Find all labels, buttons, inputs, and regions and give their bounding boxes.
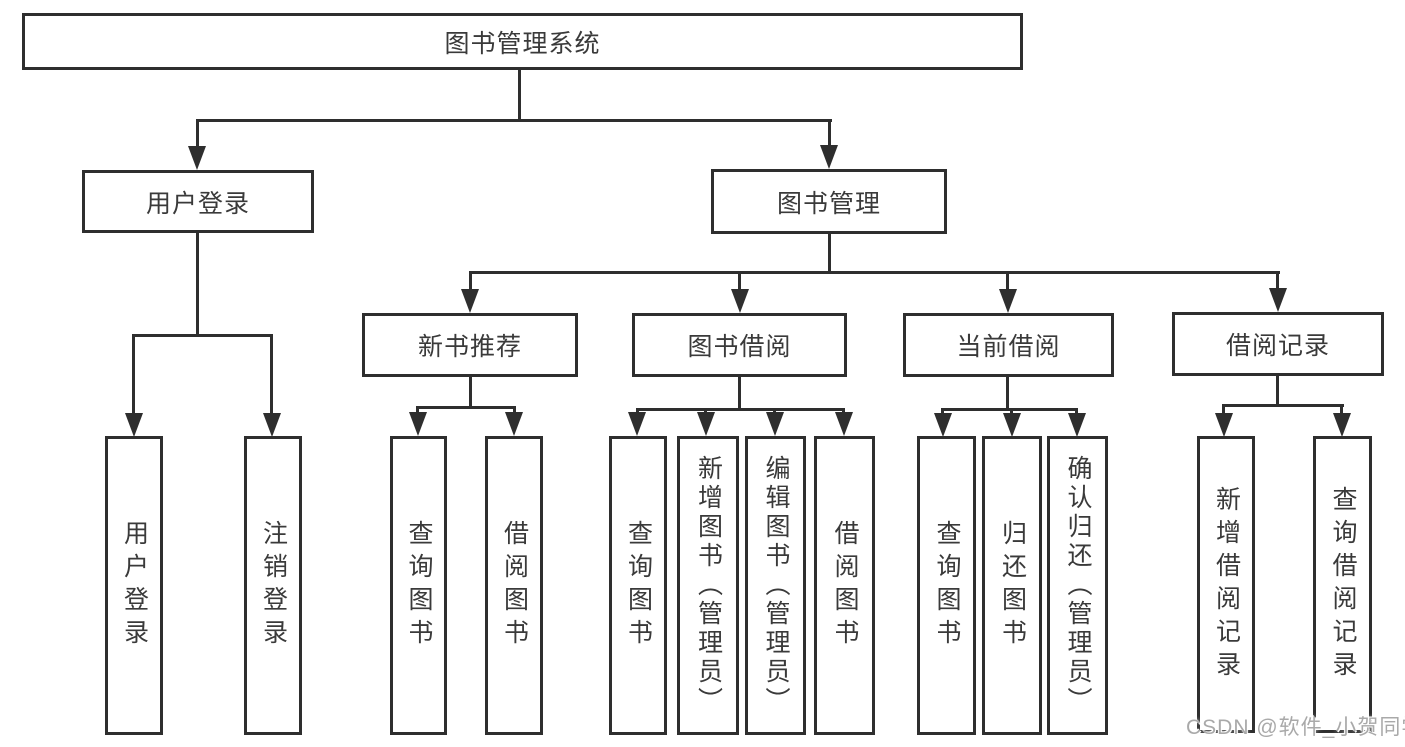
- connector-level3-split: [469, 271, 1280, 274]
- connector-drop: [1075, 408, 1078, 417]
- node-current-confirm-return-admin: 确认归还（管理员）: [1047, 436, 1108, 735]
- node-new-book-recommend: 新书推荐: [362, 313, 578, 377]
- arrow-down-icon: [505, 412, 523, 436]
- node-current-return-books: 归还图书: [982, 436, 1042, 735]
- connector-drop: [1340, 404, 1343, 415]
- node-label: 新增借阅记录: [1212, 485, 1241, 684]
- node-label: 图书管理系统: [444, 29, 601, 58]
- arrow-down-icon: [835, 412, 853, 436]
- arrow-down-icon: [1269, 288, 1287, 312]
- node-label: 借阅图书: [500, 519, 529, 652]
- connector-drop-book-management: [828, 119, 831, 150]
- connector-recommend-split: [416, 406, 516, 409]
- arrow-down-icon: [188, 146, 206, 170]
- connector-current-stem: [1006, 377, 1009, 410]
- connector-user-login-stem: [196, 233, 199, 336]
- node-label: 新书推荐: [417, 333, 522, 361]
- node-label: 查询图书: [933, 519, 961, 652]
- connector-level2-split: [196, 119, 832, 122]
- node-label: 查询借阅记录: [1329, 485, 1357, 684]
- node-label: 确认归还（管理员）: [1064, 455, 1092, 716]
- arrow-down-icon: [697, 412, 715, 436]
- connector-root-stem: [518, 69, 521, 121]
- connector-drop-logout-action: [270, 334, 273, 415]
- connector-drop-user-login: [196, 119, 199, 152]
- node-label: 编辑图书（管理员）: [762, 455, 790, 716]
- arrow-down-icon: [1003, 413, 1021, 437]
- connector-records-split: [1222, 404, 1344, 407]
- node-label: 借阅图书: [831, 519, 859, 652]
- node-label: 借阅记录: [1225, 332, 1330, 360]
- node-book-management: 图书管理: [711, 169, 947, 234]
- node-label: 查询图书: [624, 519, 653, 652]
- arrow-down-icon: [628, 412, 646, 436]
- connector-drop-current-borrowing: [1006, 271, 1009, 291]
- connector-borrowing-split: [636, 408, 845, 411]
- connector-records-stem: [1276, 376, 1279, 406]
- node-label: 图书借阅: [687, 333, 792, 361]
- connector-recommend-stem: [469, 377, 472, 408]
- node-label: 用户登录: [120, 519, 149, 652]
- node-recommend-query-books: 查询图书: [390, 436, 447, 735]
- node-borrowing-records: 借阅记录: [1172, 312, 1384, 376]
- arrow-down-icon: [125, 413, 143, 437]
- node-records-query-record: 查询借阅记录: [1313, 436, 1372, 733]
- node-current-borrowing: 当前借阅: [903, 313, 1114, 377]
- arrow-down-icon: [263, 413, 281, 437]
- node-recommend-borrow-books: 借阅图书: [485, 436, 543, 735]
- connector-drop: [416, 406, 419, 416]
- connector-drop: [1222, 404, 1225, 415]
- connector-drop-new-book: [469, 271, 472, 291]
- node-label: 当前借阅: [956, 333, 1061, 361]
- arrow-down-icon: [934, 413, 952, 437]
- node-user-login-action: 用户登录: [105, 436, 163, 735]
- node-label: 注销登录: [259, 519, 288, 652]
- connector-book-management-stem: [828, 234, 831, 273]
- node-borrowing-edit-books-admin: 编辑图书（管理员）: [745, 436, 806, 735]
- connector-drop: [1010, 408, 1013, 417]
- arrow-down-icon: [820, 145, 838, 169]
- arrow-down-icon: [1068, 413, 1086, 437]
- connector-current-split: [941, 408, 1078, 411]
- arrow-down-icon: [461, 289, 479, 313]
- connector-drop-book-borrowing: [738, 271, 741, 291]
- arrow-down-icon: [766, 412, 784, 436]
- node-label: 归还图书: [998, 519, 1027, 652]
- connector-drop-borrowing-records: [1276, 271, 1279, 290]
- connector-drop: [941, 408, 944, 417]
- node-label: 查询图书: [405, 519, 433, 652]
- node-label: 图书管理: [776, 189, 881, 218]
- node-logout-action: 注销登录: [244, 436, 302, 735]
- connector-borrowing-stem: [738, 377, 741, 410]
- node-book-borrowing: 图书借阅: [632, 313, 847, 377]
- csdn-watermark: CSDN @软件_小贺同学: [1186, 716, 1405, 739]
- arrow-down-icon: [409, 412, 427, 436]
- connector-drop-login-action: [132, 334, 135, 415]
- connector-user-login-split: [132, 334, 273, 337]
- node-label: 用户登录: [145, 189, 250, 218]
- node-borrowing-add-books-admin: 新增图书（管理员）: [677, 436, 739, 735]
- arrow-down-icon: [1215, 413, 1233, 437]
- connector-drop: [513, 406, 516, 416]
- node-borrowing-query-books: 查询图书: [609, 436, 667, 735]
- node-current-query-books: 查询图书: [917, 436, 976, 735]
- node-user-login: 用户登录: [82, 170, 314, 233]
- arrow-down-icon: [731, 289, 749, 313]
- arrow-down-icon: [999, 289, 1017, 313]
- node-borrowing-borrow-books: 借阅图书: [814, 436, 875, 735]
- node-label: 新增图书（管理员）: [694, 455, 723, 716]
- node-library-system: 图书管理系统: [22, 13, 1023, 70]
- node-records-add-record: 新增借阅记录: [1197, 436, 1255, 733]
- arrow-down-icon: [1333, 413, 1351, 437]
